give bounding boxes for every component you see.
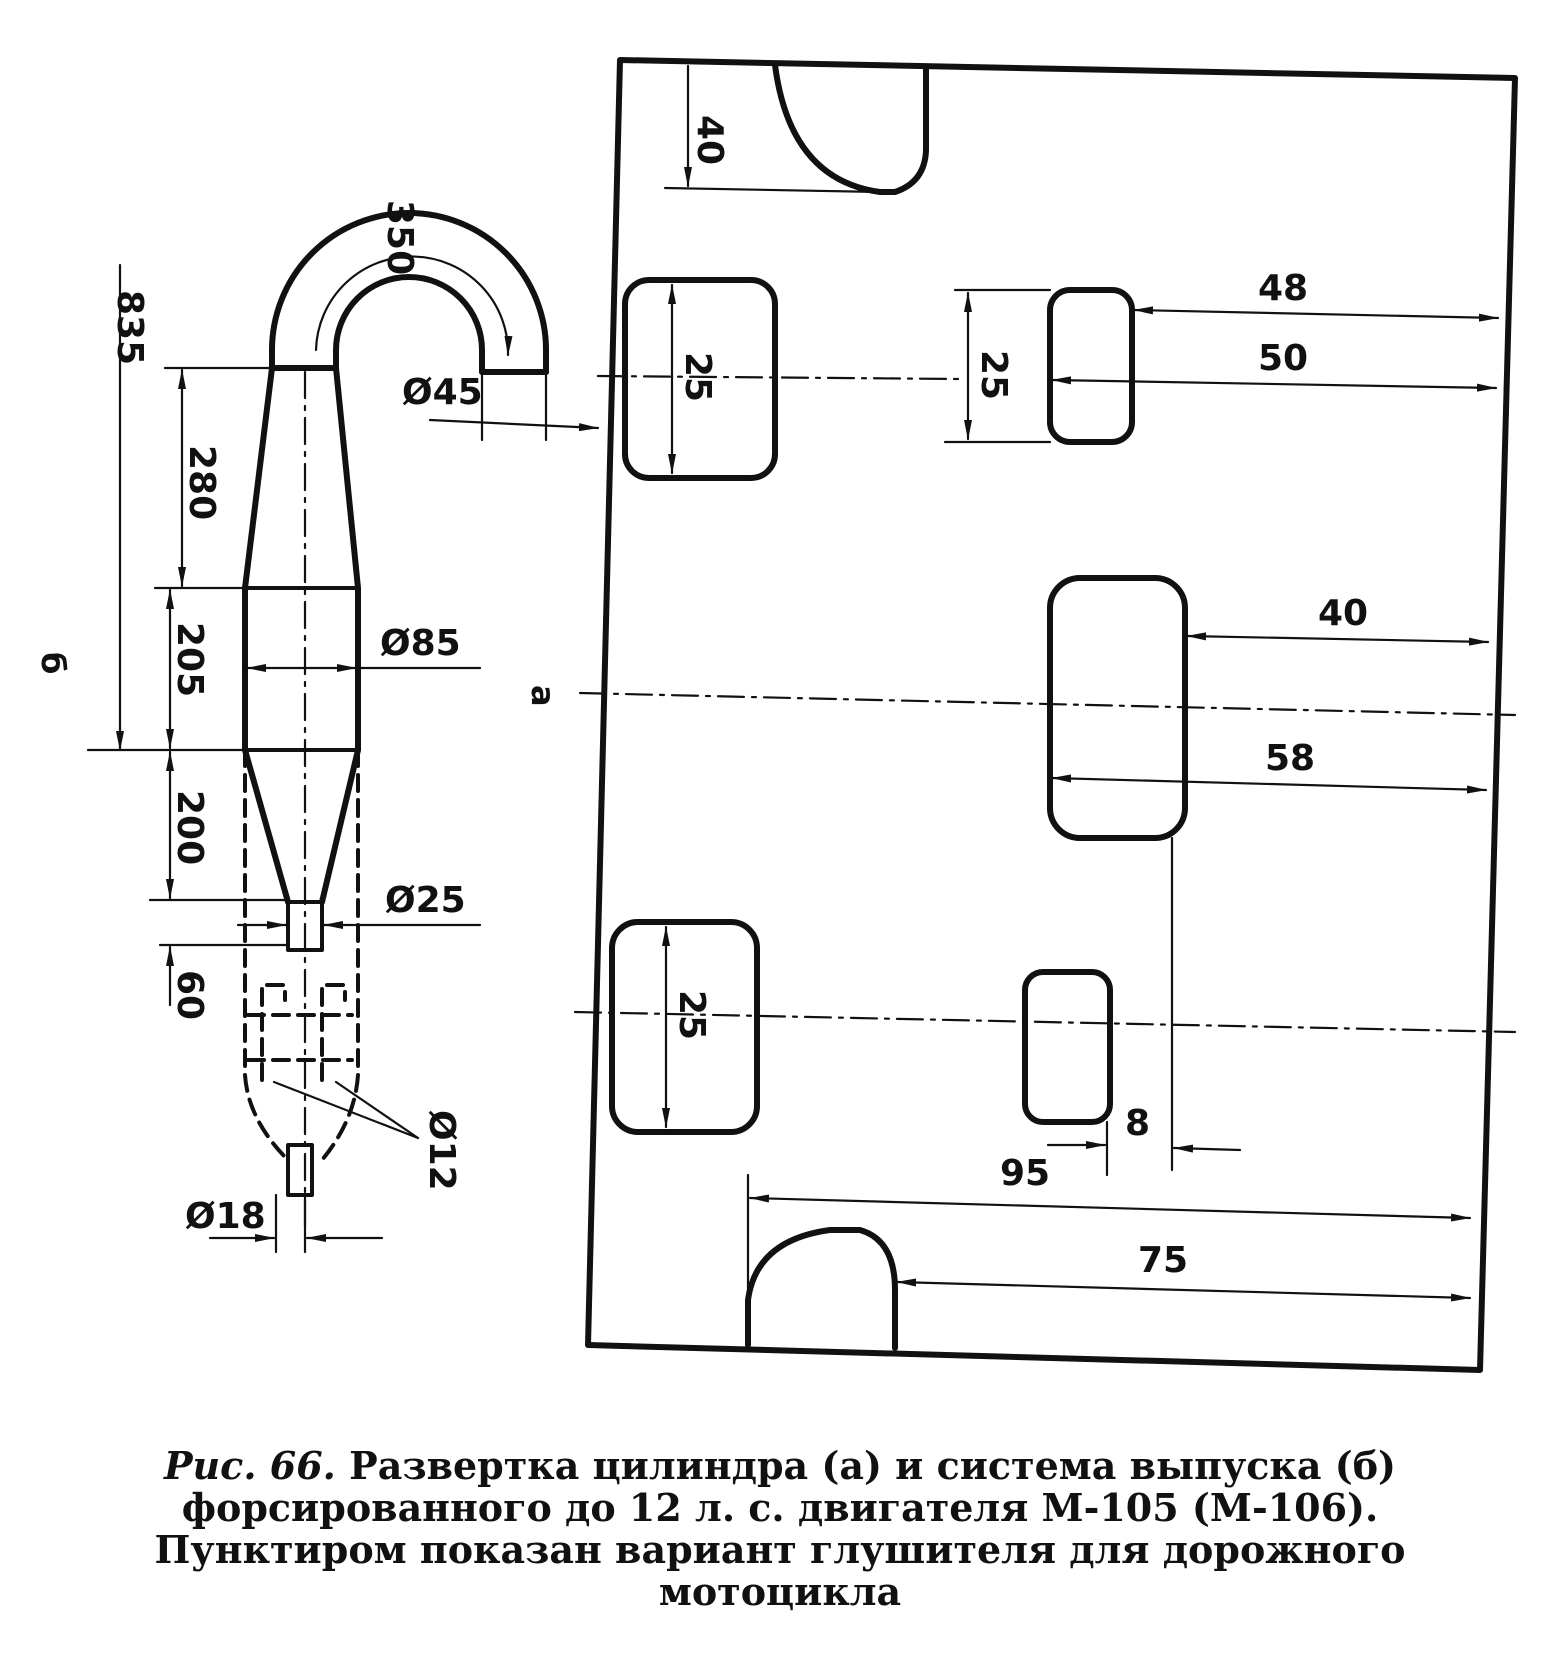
dim-58-line: [1050, 774, 1488, 794]
body-left-cone: [242, 365, 275, 591]
port-lower-left: [609, 919, 760, 1135]
dim-75: 75: [1138, 1240, 1188, 1281]
cylinder-unroll: 40 25 25 48 50 40 58 25 8: [524, 57, 1518, 1373]
dim-d12-leader-1: [272, 1080, 420, 1140]
dim-8: 8: [1125, 1103, 1150, 1144]
baffle-2: [320, 983, 347, 1082]
dim-d25: Ø25: [385, 880, 466, 921]
bend-inner: [333, 274, 485, 375]
body-right-taper: [319, 747, 361, 905]
axis-lower: [573, 1010, 1517, 1034]
dim-8-line-right: [1172, 1144, 1242, 1153]
dim-60: 60: [169, 970, 210, 1020]
dim-350: 350: [379, 200, 420, 275]
dim-58: 58: [1265, 738, 1315, 779]
figure-caption: Рис. 66. Развертка цилиндра (а) и систем…: [135, 1445, 1425, 1613]
axis-middle: [578, 691, 1517, 717]
dim-40: 40: [1318, 593, 1368, 634]
label-b: б: [34, 652, 72, 674]
dim-200: 200: [169, 790, 210, 865]
dim-d85: Ø85: [380, 623, 461, 664]
bend-arc-dim: [314, 255, 513, 357]
dim-48-line: [1132, 306, 1500, 322]
top-cutout: [772, 62, 929, 195]
body-left-taper: [242, 747, 291, 905]
dim-port-ur: 25: [973, 350, 1014, 400]
outline: [585, 57, 1518, 1373]
caption-line-3: Пунктиром показан вариант глушителя для …: [154, 1527, 1406, 1572]
caption-line-4: мотоцикла: [658, 1569, 902, 1614]
dim-75-line: [895, 1278, 1472, 1302]
dim-d12-leader-2: [334, 1080, 420, 1140]
port-lower-right: [1022, 969, 1113, 1125]
caption-fig-number: Рис. 66.: [163, 1443, 336, 1488]
ext-top-40: [663, 186, 882, 194]
dim-top-40: 40: [689, 115, 730, 165]
caption-line-1: Рис. 66. Развертка цилиндра (а) и систем…: [135, 1445, 1425, 1487]
dim-50: 50: [1258, 338, 1308, 379]
caption-text-1: Развертка цилиндра (а) и система выпуска…: [349, 1443, 1397, 1488]
dim-d12: Ø12: [421, 1110, 462, 1191]
dim-50-line: [1050, 376, 1498, 392]
port-upper-right: [1047, 287, 1135, 445]
port-middle: [1047, 575, 1188, 841]
muffler-dash-curve-right: [320, 1073, 360, 1162]
baffle-1: [260, 983, 287, 1082]
muffler-dash-curve-left: [243, 1073, 290, 1162]
dim-95: 95: [1000, 1153, 1050, 1194]
label-a: а: [524, 685, 562, 707]
dim-280: 280: [181, 445, 222, 520]
dim-d18: Ø18: [185, 1196, 266, 1237]
bottom-cutout: [745, 1227, 898, 1351]
dim-95-line: [748, 1194, 1472, 1222]
tail-pipe: [286, 1143, 314, 1197]
dim-48: 48: [1258, 268, 1308, 309]
bend-outer: [269, 210, 549, 375]
caption-line-2: форсированного до 12 л. с. двигателя М-1…: [181, 1485, 1379, 1530]
body-right-cone: [333, 365, 361, 591]
dim-d45: Ø45: [402, 372, 483, 413]
axis-upper: [596, 374, 962, 381]
port-upper-left: [622, 277, 778, 481]
dim-40-line: [1185, 632, 1490, 646]
dim-d45-line: [428, 418, 600, 432]
dim-205: 205: [169, 622, 210, 697]
technical-drawing: 835 280 205 200 60 Ø45 Ø85 Ø25 Ø12: [34, 57, 1518, 1373]
dim-835: 835: [109, 290, 150, 365]
exhaust-system: 835 280 205 200 60 Ø45 Ø85 Ø25 Ø12: [34, 200, 600, 1254]
